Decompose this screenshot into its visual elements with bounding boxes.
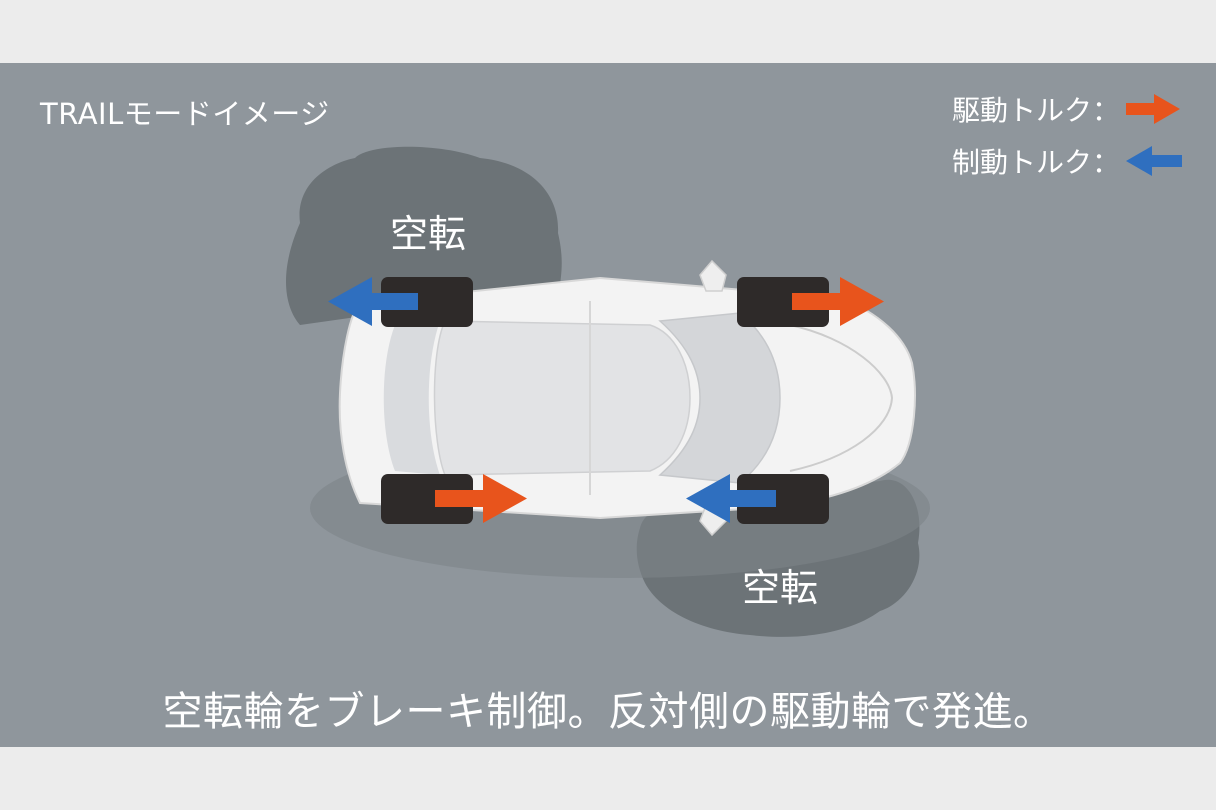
tire-front-right <box>737 474 829 524</box>
tire-rear-left <box>381 277 473 327</box>
spin-label-front-right: 空転 <box>742 566 819 610</box>
tire-rear-right <box>381 474 473 524</box>
legend-drive-label: 駆動トルク： <box>952 94 1121 127</box>
legend-drive: 駆動トルク： <box>952 89 1181 129</box>
brake-arrow-front-right <box>686 474 776 523</box>
diagram-title: TRAILモードイメージ <box>40 97 330 131</box>
legend-brake: 制動トルク： <box>952 141 1184 181</box>
car-scene <box>286 146 930 637</box>
blue-arrow-icon <box>1126 146 1183 176</box>
tire-front-left <box>737 277 829 327</box>
spin-label-rear-left: 空転 <box>390 212 467 256</box>
drive-arrow-front-left <box>792 277 884 326</box>
diagram-caption: 空転輪をブレーキ制御。反対側の駆動輪で発進。 <box>162 689 1054 735</box>
car-rear-window <box>383 321 440 475</box>
spin-area-rear-left <box>286 146 562 325</box>
car-roof <box>433 320 691 476</box>
diagram-panel: TRAILモードイメージ 駆動トルク： 制動トルク： 空転 空転 空転輪をブレー… <box>0 63 1216 747</box>
brake-arrow-rear-left <box>328 277 418 326</box>
car-hood-line <box>789 324 894 472</box>
orange-arrow-icon <box>1126 94 1181 124</box>
legend-brake-label: 制動トルク： <box>952 146 1121 179</box>
car-mirror-left <box>699 259 727 292</box>
drive-arrow-rear-right <box>435 474 527 523</box>
